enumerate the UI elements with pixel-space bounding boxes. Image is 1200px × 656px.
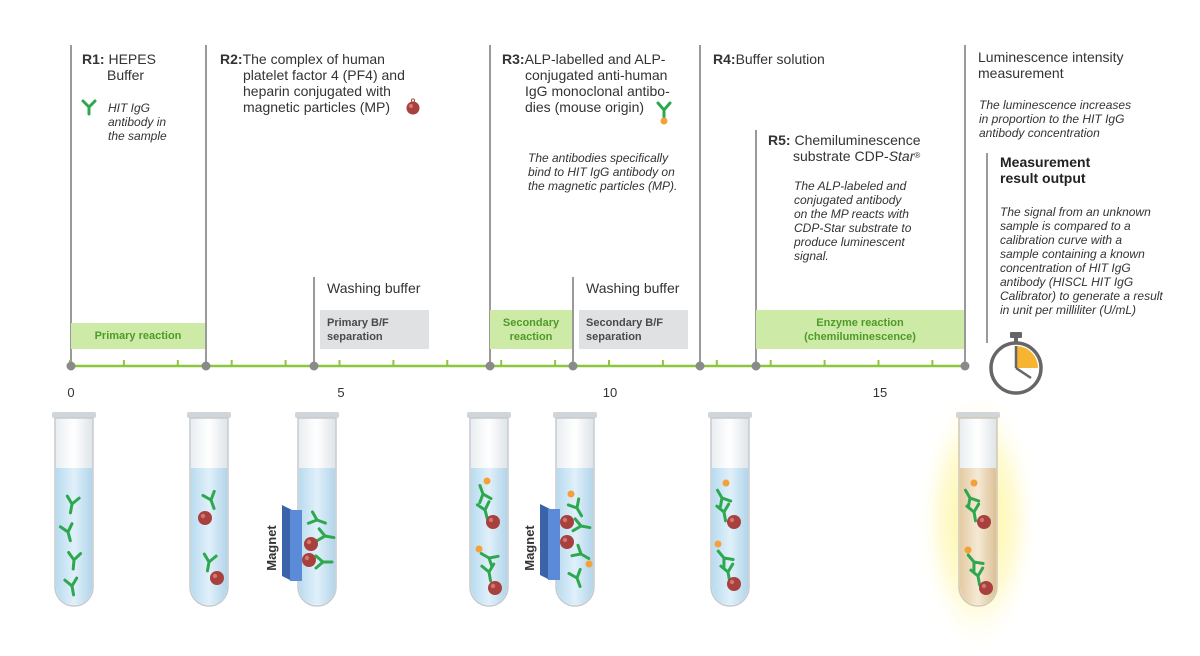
phase-enzyme-reaction: Enzyme reaction(chemiluminescence) — [756, 310, 964, 349]
guide-wash2 — [572, 277, 574, 367]
wash2-label: Washing buffer — [586, 280, 680, 296]
guide-r1 — [70, 45, 72, 367]
tube-2 — [187, 412, 231, 607]
magnet-label-1: Magnet — [264, 525, 279, 571]
labelled-antibody-icon — [656, 101, 672, 125]
tube-7 — [956, 412, 1000, 607]
wash1-label: Washing buffer — [327, 280, 421, 296]
timeline-node-dot — [201, 361, 211, 371]
magnet-label-2: Magnet — [522, 525, 537, 571]
r4-label: R4:Buffer solution — [713, 51, 825, 67]
magnet-2 — [540, 504, 560, 580]
timeline-node-dot — [485, 361, 495, 371]
r2-label: R2:The complex of human platelet factor … — [220, 51, 405, 115]
stopwatch-icon — [989, 332, 1043, 395]
guide-output — [986, 153, 988, 343]
axis-tick-10: 10 — [602, 385, 618, 400]
timeline-node-dot — [568, 361, 578, 371]
guide-r2 — [205, 45, 207, 367]
timeline-node-dot — [751, 361, 761, 371]
axis-tick-0: 0 — [67, 385, 75, 400]
timeline-node-dot — [309, 361, 319, 371]
axis-tick-5: 5 — [337, 385, 345, 400]
guide-r5 — [755, 130, 757, 367]
tube-1 — [52, 412, 96, 607]
guide-lum — [964, 45, 966, 367]
timeline-node-dot — [66, 361, 76, 371]
r1-label: R1: HEPES Buffer — [82, 51, 156, 83]
tube-6 — [708, 412, 752, 607]
magnet-1 — [282, 505, 302, 581]
axis-tick-15: 15 — [872, 385, 888, 400]
r5-label: R5: Chemiluminescence substrate CDP-Star… — [768, 132, 921, 164]
tube-4 — [467, 412, 511, 607]
antibody-icon — [81, 99, 97, 116]
tube-3 — [295, 412, 339, 607]
tube-5 — [553, 412, 597, 607]
timeline-axis — [66, 360, 970, 371]
magnetic-particle-icon — [406, 98, 420, 115]
timeline-node-dot — [695, 361, 705, 371]
guide-r4 — [699, 45, 701, 367]
timeline-node-dot — [960, 361, 970, 371]
guide-wash1 — [313, 277, 315, 367]
r3-label: R3:ALP-labelled and ALP- conjugated anti… — [502, 51, 670, 115]
test-tubes: Magnet Magnet — [52, 400, 1040, 655]
phase-primary-reaction: Primary reaction — [71, 323, 205, 349]
guide-r3 — [489, 45, 491, 367]
